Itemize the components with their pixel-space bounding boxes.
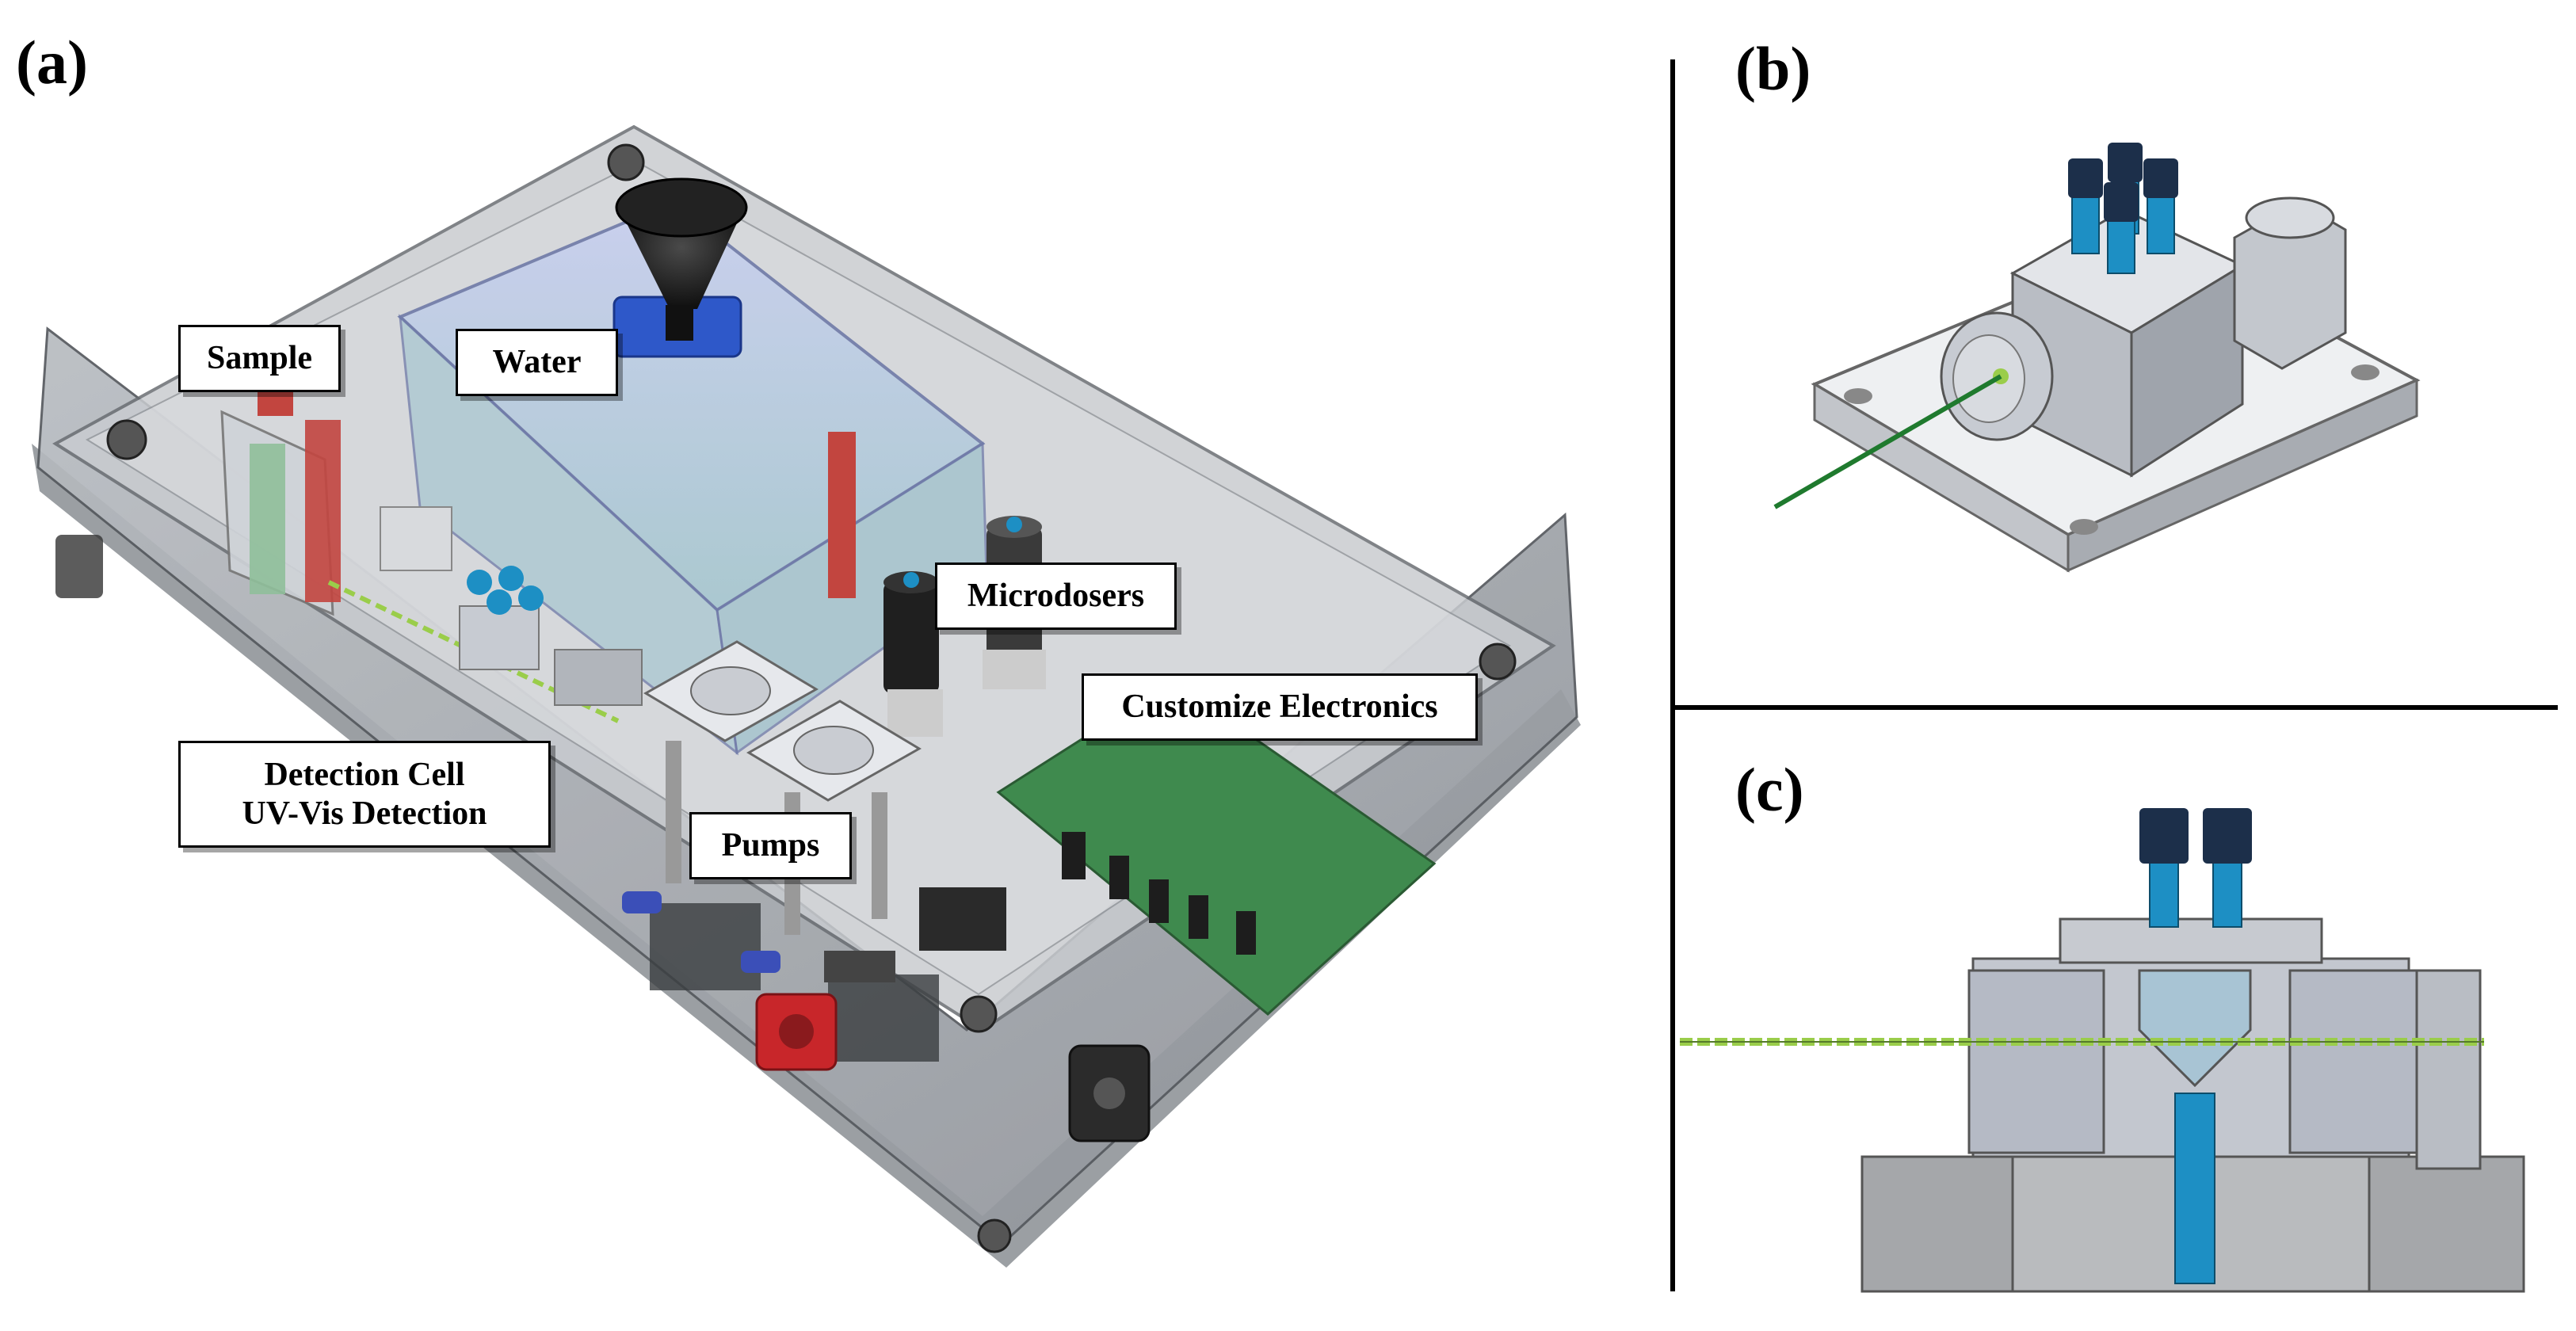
pcb-components: [1062, 832, 1256, 955]
vertical-divider: [1670, 59, 1675, 1291]
pumps: [643, 640, 939, 1062]
lid-screw: [106, 419, 147, 460]
horizontal-divider: [1670, 705, 2558, 710]
enclosure-drawing: [32, 124, 1581, 1268]
detection-cell-small: [459, 566, 643, 706]
label-detection-cell: Detection Cell UV-Vis Detection: [178, 741, 551, 848]
sample-container: [220, 392, 452, 616]
label-sample: Sample: [178, 325, 341, 392]
detection-cell-section: [1680, 808, 2525, 1293]
label-water: Water: [456, 329, 618, 396]
tubing: [622, 891, 780, 973]
label-microdosers: Microdosers: [935, 563, 1177, 630]
detection-cell-3d: [1773, 143, 2421, 573]
panel-label-b: (b): [1735, 34, 1811, 103]
lid-screw: [960, 995, 998, 1033]
lid-screw: [607, 143, 645, 181]
pcb-relay: [919, 887, 1006, 951]
red-connector: [755, 993, 838, 1071]
black-connector: [1068, 1044, 1151, 1142]
base-plate-side: [2067, 378, 2418, 573]
label-customize-electronics: Customize Electronics: [1082, 673, 1478, 741]
panel-label-a: (a): [16, 28, 88, 97]
laser-beam: [1773, 374, 2002, 509]
label-pumps: Pumps: [689, 812, 852, 879]
funnel: [613, 177, 748, 358]
lid-screw: [1479, 643, 1517, 681]
bottom-foot: [977, 1218, 1012, 1253]
panel-label-c: (c): [1735, 755, 1804, 824]
side-grommet: [55, 535, 103, 598]
